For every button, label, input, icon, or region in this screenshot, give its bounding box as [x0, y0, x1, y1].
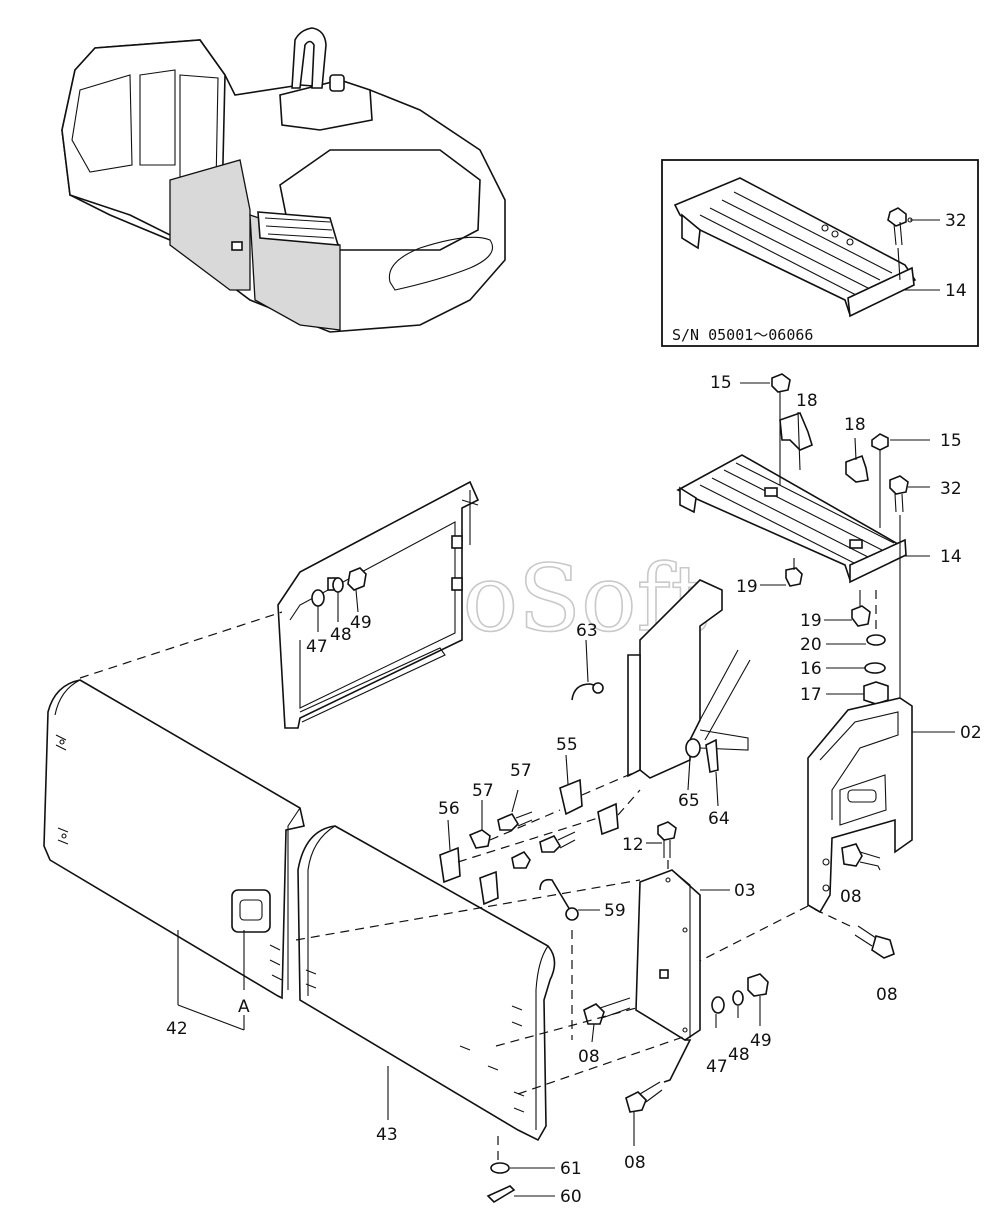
label-60: 60 [560, 1187, 582, 1207]
label-48-upper: 48 [330, 625, 352, 645]
bracket-03 [583, 869, 769, 1146]
serial-range: S/N 05001～06066 [672, 326, 813, 344]
label-48-lower: 48 [728, 1045, 750, 1065]
label-49-lower: 49 [750, 1031, 772, 1051]
label-65: 65 [678, 791, 700, 811]
label-57-second: 57 [472, 781, 494, 801]
inset-label-32: 32 [945, 211, 967, 231]
part-labels: 15 18 18 15 32 14 19 19 20 16 17 02 47 4… [166, 373, 982, 1207]
label-16: 16 [800, 659, 822, 679]
label-19-right: 19 [800, 611, 822, 631]
label-08-bracket: 08 [840, 887, 862, 907]
rear-frame [277, 480, 480, 729]
inset-panel: 32 14 S/N 05001～06066 [661, 159, 979, 347]
excavator-overview [61, 27, 506, 333]
label-61: 61 [560, 1159, 582, 1179]
label-47-upper: 47 [306, 637, 328, 657]
label-20: 20 [800, 635, 822, 655]
label-32: 32 [940, 479, 962, 499]
label-42: 42 [166, 1019, 188, 1039]
label-02: 02 [960, 723, 982, 743]
label-47-lower: 47 [706, 1057, 728, 1077]
label-17: 17 [800, 685, 822, 705]
label-57: 57 [510, 761, 532, 781]
label-18-left: 18 [796, 391, 818, 411]
label-08-bottom: 08 [624, 1153, 646, 1173]
label-08-right: 08 [876, 985, 898, 1005]
door-panel-43 [295, 825, 687, 1204]
label-63: 63 [576, 621, 598, 641]
label-64: 64 [708, 809, 730, 829]
label-43: 43 [376, 1125, 398, 1145]
label-03: 03 [734, 881, 756, 901]
label-55: 55 [556, 735, 578, 755]
step-assembly [676, 373, 955, 967]
center-frame [439, 579, 751, 1040]
label-12: 12 [622, 835, 644, 855]
label-49-upper: 49 [350, 613, 372, 633]
inset-label-14: 14 [945, 281, 967, 301]
label-18-right: 18 [844, 415, 866, 435]
label-19-left: 19 [736, 577, 758, 597]
door-panel-42 [43, 611, 305, 1031]
label-08-mid: 08 [578, 1047, 600, 1067]
label-59: 59 [604, 901, 626, 921]
label-15-top: 15 [710, 373, 732, 393]
label-15-right: 15 [940, 431, 962, 451]
label-A: A [238, 997, 250, 1017]
label-56: 56 [438, 799, 460, 819]
label-14: 14 [940, 547, 962, 567]
